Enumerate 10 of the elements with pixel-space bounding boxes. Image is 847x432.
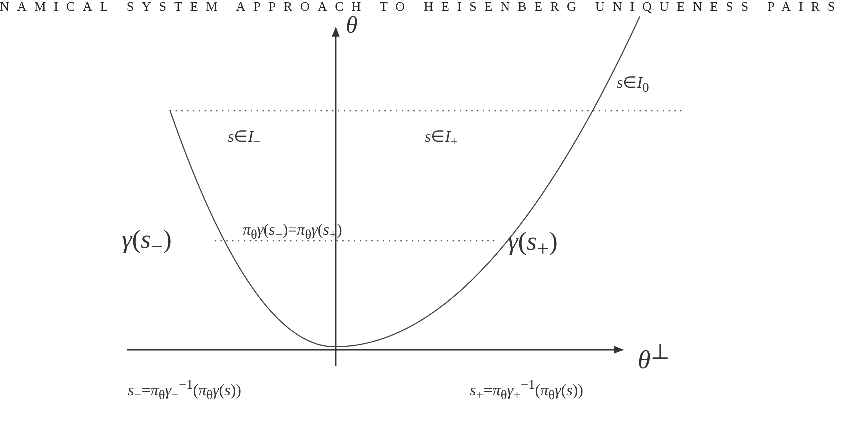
axis-label: θ: [346, 14, 358, 38]
math-label: s$_{+}$=π$_{θ}$γ$_{+}$$^{−1}$(π$_{θ}$γ(s)): [470, 378, 584, 402]
math-label: s$_{−}$=π$_{θ}$γ$_{−}$$^{−1}$(π$_{θ}$γ(s)): [128, 378, 242, 402]
math-label: γ(s$_{−}$): [122, 227, 172, 259]
math-label: s∈I$_{−}$: [228, 130, 262, 149]
math-label: γ(s$_{+}$): [508, 229, 558, 261]
page-header: NAMICAL SYSTEM APPROACH TO HEISENBERG UNIQUENESS PAIRS: [0, 0, 843, 13]
math-label: s∈I$_{0}$: [617, 76, 650, 95]
math-label: s∈I$_{+}$: [425, 130, 458, 149]
axis-label: θ$^{⊥}$: [638, 342, 670, 374]
